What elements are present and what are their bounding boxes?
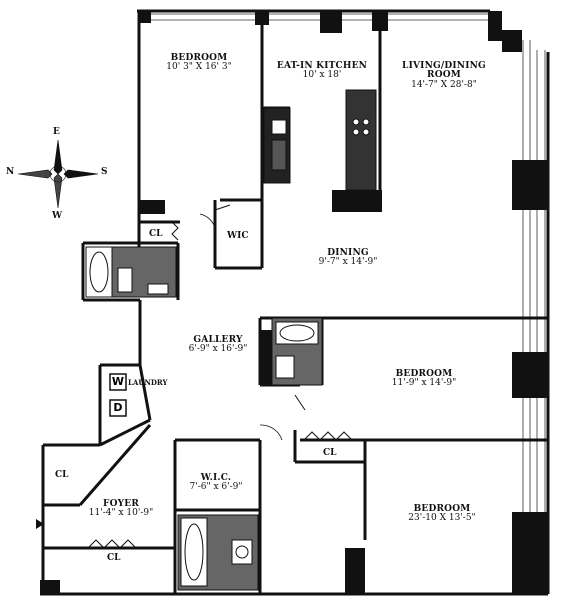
room-bedroom-1-dims: 10' 3" X 16' 3" bbox=[166, 62, 232, 73]
room-gallery-dims: 6'-9" x 16'-9" bbox=[188, 344, 248, 355]
room-kitchen: EAT-IN KITCHEN 10' x 18' bbox=[276, 61, 368, 81]
laundry-label: LAUNDRY bbox=[128, 378, 168, 387]
room-kitchen-dims: 10' x 18' bbox=[302, 70, 342, 81]
room-wic-2: W.I.C. 7'-6" x 6'-9" bbox=[189, 473, 243, 493]
compass-s: S bbox=[101, 167, 108, 177]
bath-1-fixtures bbox=[85, 246, 177, 298]
room-wic-2-name: W.I.C. bbox=[200, 473, 232, 483]
closet-label-3: CL bbox=[55, 470, 69, 480]
room-foyer: FOYER 11'-4" x 10'-9" bbox=[88, 499, 154, 519]
closet-label-4: CL bbox=[107, 553, 121, 563]
room-bedroom-3: BEDROOM 23'-10 X 13'-5" bbox=[408, 504, 476, 524]
room-bedroom-2-name: BEDROOM bbox=[395, 369, 453, 379]
room-foyer-dims: 11'-4" x 10'-9" bbox=[88, 508, 154, 519]
room-living-name-2: ROOM bbox=[427, 70, 461, 81]
kitchen-counters bbox=[263, 89, 377, 191]
room-wic-2-dims: 7'-6" x 6'-9" bbox=[189, 482, 243, 493]
bath-2-fixtures bbox=[271, 317, 323, 386]
door-swings bbox=[199, 213, 283, 441]
room-bedroom-1-name: BEDROOM bbox=[170, 53, 228, 63]
dryer-label: D bbox=[113, 401, 123, 414]
compass-n: N bbox=[6, 167, 15, 177]
wic-label-1: WIC bbox=[227, 231, 249, 241]
compass-w: W bbox=[52, 211, 63, 221]
washer-label: W bbox=[111, 375, 125, 388]
room-foyer-name: FOYER bbox=[103, 499, 139, 509]
room-dining: DINING 9'-7" x 14'-9" bbox=[318, 248, 378, 268]
room-bedroom-3-dims: 23'-10 X 13'-5" bbox=[408, 513, 476, 524]
entry-marker bbox=[36, 519, 44, 529]
room-dining-dims: 9'-7" x 14'-9" bbox=[318, 257, 378, 268]
closet-doors bbox=[87, 204, 353, 549]
closet-label-1: CL bbox=[149, 229, 163, 239]
compass-e: E bbox=[53, 127, 60, 137]
room-bedroom-2: BEDROOM 11'-9" x 14'-9" bbox=[391, 369, 457, 389]
room-living-name: LIVING/DINING bbox=[402, 61, 486, 71]
room-gallery: GALLERY 6'-9" x 16'-9" bbox=[188, 335, 248, 355]
room-bedroom-3-name: BEDROOM bbox=[413, 504, 471, 514]
wall-columns bbox=[40, 11, 548, 594]
room-living-dims: 14'-7" X 28'-8" bbox=[411, 79, 477, 90]
room-gallery-name: GALLERY bbox=[193, 335, 243, 345]
compass-rose bbox=[17, 139, 99, 209]
room-kitchen-name: EAT-IN KITCHEN bbox=[276, 61, 368, 71]
room-bedroom-2-dims: 11'-9" x 14'-9" bbox=[391, 378, 457, 389]
bath-3-fixtures bbox=[177, 514, 259, 591]
laundry-box bbox=[109, 373, 127, 417]
room-dining-name: DINING bbox=[327, 248, 369, 258]
room-bedroom-1: BEDROOM 10' 3" X 16' 3" bbox=[166, 53, 232, 73]
closet-label-2: CL bbox=[323, 448, 337, 458]
window-strips bbox=[140, 13, 546, 585]
room-living: LIVING/DINING ROOM 14'-7" X 28'-8" bbox=[402, 61, 486, 90]
